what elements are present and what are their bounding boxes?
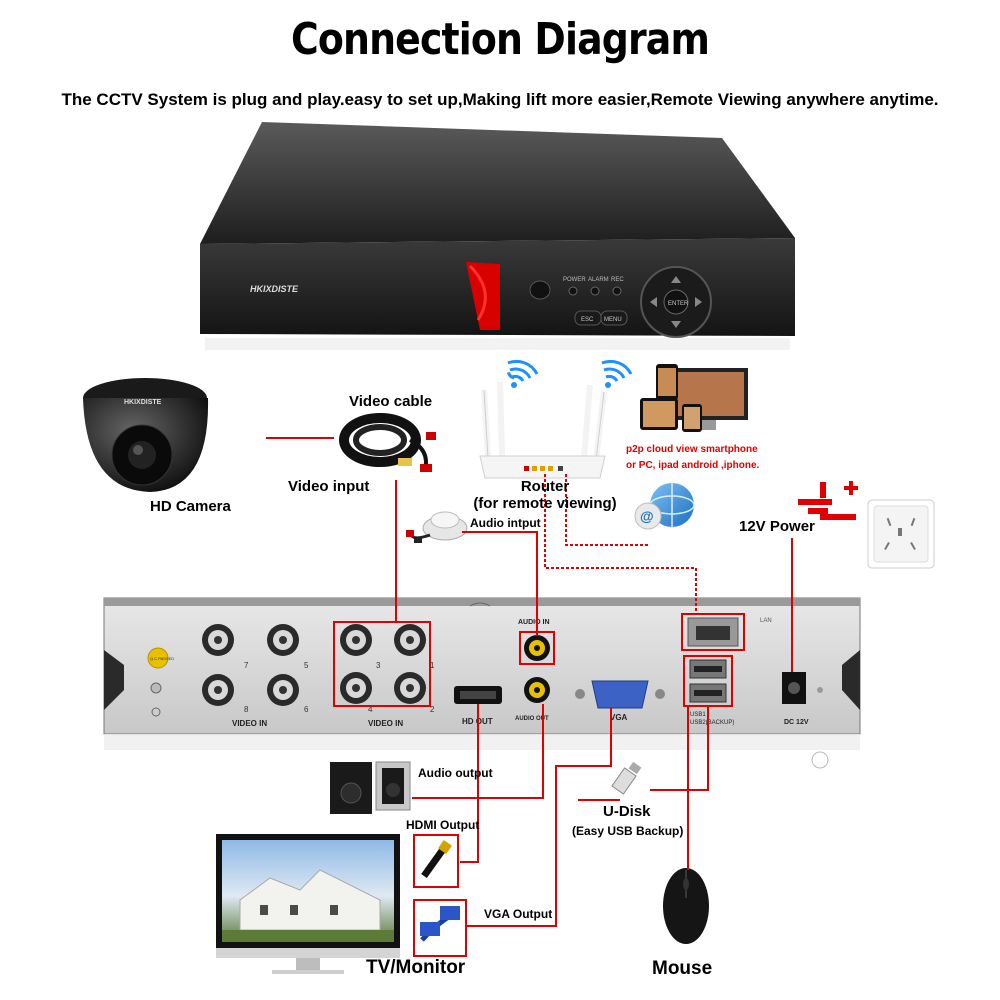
port-number: 3: [376, 661, 381, 670]
camera-brand-text: HKIXDISTE: [124, 399, 162, 406]
udisk-label: U-Disk: [603, 803, 651, 820]
video-cable-coil: [339, 413, 436, 472]
mouse-label: Mouse: [652, 958, 713, 979]
led-label-rec: REC: [611, 277, 624, 283]
vga-output-label: VGA Output: [484, 907, 553, 921]
vga-cable-icon: [420, 906, 460, 942]
dvr-brand-text: HKIXDISTE: [250, 284, 299, 294]
p2p-text-line1: p2p cloud view smartphone: [626, 444, 758, 455]
speakers-icon: [330, 761, 411, 814]
usb1-label: USB1: [690, 712, 706, 718]
video-in-label-right: VIDEO IN: [368, 719, 403, 728]
audio-in-label: AUDIO IN: [518, 619, 550, 626]
enter-button-label: ENTER: [668, 301, 689, 307]
dvr-rear-panel: Q.C PASSED 7 5 8 6 VIDEO IN 3 1 4 2 VIDE…: [103, 597, 861, 769]
wall-outlet-icon: [867, 499, 935, 569]
tv-monitor-label: TV/Monitor: [366, 957, 466, 978]
usb2-label: USB2(BACKUP): [690, 720, 734, 726]
usb-flash-drive-icon: [611, 761, 642, 795]
dvr-front-view: HKIXDISTE POWER ALARM REC ESC MENU ENTER: [200, 122, 795, 350]
tv-monitor-image: [216, 834, 400, 974]
port-number: 8: [244, 705, 249, 714]
audio-output-label: Audio output: [418, 766, 493, 780]
port-number: 2: [430, 705, 435, 714]
qc-sticker-text: Q.C PASSED: [150, 656, 174, 661]
video-in-label-left: VIDEO IN: [232, 719, 267, 728]
audio-input-label: Audio intput: [470, 516, 541, 530]
hdmi-cable-icon: [421, 840, 452, 879]
port-number: 7: [244, 661, 249, 670]
mouse-icon: [663, 868, 709, 944]
menu-button-label: MENU: [604, 317, 622, 323]
audio-out-label: AUDIO OUT: [515, 716, 549, 722]
router-label-line1: Router: [520, 478, 570, 495]
router-label: Router (for remote viewing): [460, 478, 630, 512]
p2p-text-line2: or PC, ipad android ,iphone.: [626, 460, 760, 471]
svg-text:@: @: [640, 508, 654, 524]
hd-camera-label: HD Camera: [150, 498, 231, 515]
led-label-alarm: ALARM: [588, 277, 609, 283]
lan-label: LAN: [760, 618, 772, 624]
video-cable-label: Video cable: [349, 393, 433, 410]
router-label-line2: (for remote viewing): [473, 495, 617, 512]
page-subtitle: The CCTV System is plug and play.easy to…: [61, 90, 939, 109]
hdmi-output-label: HDMI Output: [406, 818, 480, 832]
port-number: 4: [368, 705, 373, 714]
router-device: [479, 381, 607, 479]
port-number: 5: [304, 661, 309, 670]
dome-camera: HKIXDISTE: [83, 378, 209, 492]
connection-lines: [266, 437, 793, 927]
port-number: 1: [430, 661, 435, 670]
internet-globe-icon: @: [634, 483, 695, 530]
vga-label: VGA: [610, 713, 628, 722]
video-input-label: Video input: [288, 478, 370, 495]
esc-button-label: ESC: [581, 317, 594, 323]
wifi-icon: [601, 359, 633, 388]
audio-pickup-device: [406, 511, 468, 543]
udisk-note-label: (Easy USB Backup): [572, 824, 684, 838]
page-title: Connection Diagram: [290, 14, 710, 65]
dc-power-symbol-icon: [798, 481, 858, 520]
dc-12v-label: DC 12V: [784, 719, 809, 726]
remote-devices-image: [640, 364, 748, 432]
led-label-power: POWER: [563, 277, 586, 283]
power-label: 12V Power: [739, 518, 815, 535]
port-number: 6: [304, 705, 309, 714]
wifi-icon: [506, 359, 539, 388]
